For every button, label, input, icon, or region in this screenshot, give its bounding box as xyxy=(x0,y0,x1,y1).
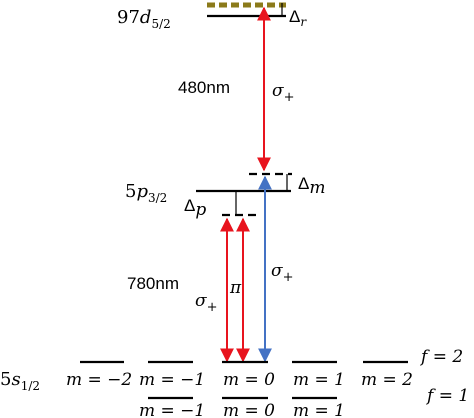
wavelength-780-label: 780nm xyxy=(127,274,179,293)
sigma-upper-symbol: σ xyxy=(272,81,284,101)
m-label-f1-1: m = 0 xyxy=(223,401,275,418)
ground-level-label: 5s1/2 xyxy=(0,369,40,393)
sigma-plus-lower-label: σ+ xyxy=(195,291,218,315)
delta-r-symbol: Δ xyxy=(289,7,300,26)
sigma-blue-sub: + xyxy=(283,270,294,285)
hyperfine-f1-label: f = 1 xyxy=(425,386,469,406)
m-label-f2-0: m = −2 xyxy=(66,370,132,390)
hyperfine-f2-label: f = 2 xyxy=(419,347,463,367)
sigma-lower-sub: + xyxy=(207,300,218,315)
delta-p-symbol: Δ xyxy=(184,196,195,215)
sigma-lower-symbol: σ xyxy=(195,291,207,311)
intermediate-level-label: 5p3/2 xyxy=(125,181,167,205)
m-label-f1-2: m = 1 xyxy=(293,401,345,418)
sigma-plus-upper-label: σ+ xyxy=(272,81,295,105)
rydberg-base: 97 xyxy=(117,7,140,28)
rydberg-sub: 5/2 xyxy=(151,17,170,31)
ground-sub: 1/2 xyxy=(21,379,40,393)
delta-r-label: Δr xyxy=(289,7,307,29)
intermediate-letter: p xyxy=(136,181,148,202)
intermediate-base: 5 xyxy=(125,181,136,202)
delta-p-label: Δp xyxy=(184,196,206,220)
delta-m-label: Δm xyxy=(298,174,325,198)
m-label-f2-2: m = 0 xyxy=(223,370,275,390)
delta-r-sub: r xyxy=(300,15,307,29)
ground-letter: s xyxy=(11,369,20,390)
sigma-plus-blue-label: σ+ xyxy=(271,261,294,285)
ground-base: 5 xyxy=(0,369,11,390)
wavelength-480-label: 480nm xyxy=(178,78,230,97)
delta-p-sub: p xyxy=(195,200,206,220)
m-label-f1-0: m = −1 xyxy=(139,401,205,418)
intermediate-sub: 3/2 xyxy=(148,191,167,205)
sigma-blue-symbol: σ xyxy=(271,261,283,281)
pi-label: π xyxy=(229,278,242,298)
delta-m-sub: m xyxy=(309,178,325,198)
rydberg-level-label: 97d5/2 xyxy=(117,7,171,31)
m-label-f2-3: m = 1 xyxy=(293,370,345,390)
rydberg-letter: d xyxy=(140,7,152,28)
sigma-upper-sub: + xyxy=(284,90,295,105)
m-label-f2-1: m = −1 xyxy=(139,370,205,390)
m-label-f2-4: m = 2 xyxy=(361,370,413,390)
delta-m-symbol: Δ xyxy=(298,174,309,193)
